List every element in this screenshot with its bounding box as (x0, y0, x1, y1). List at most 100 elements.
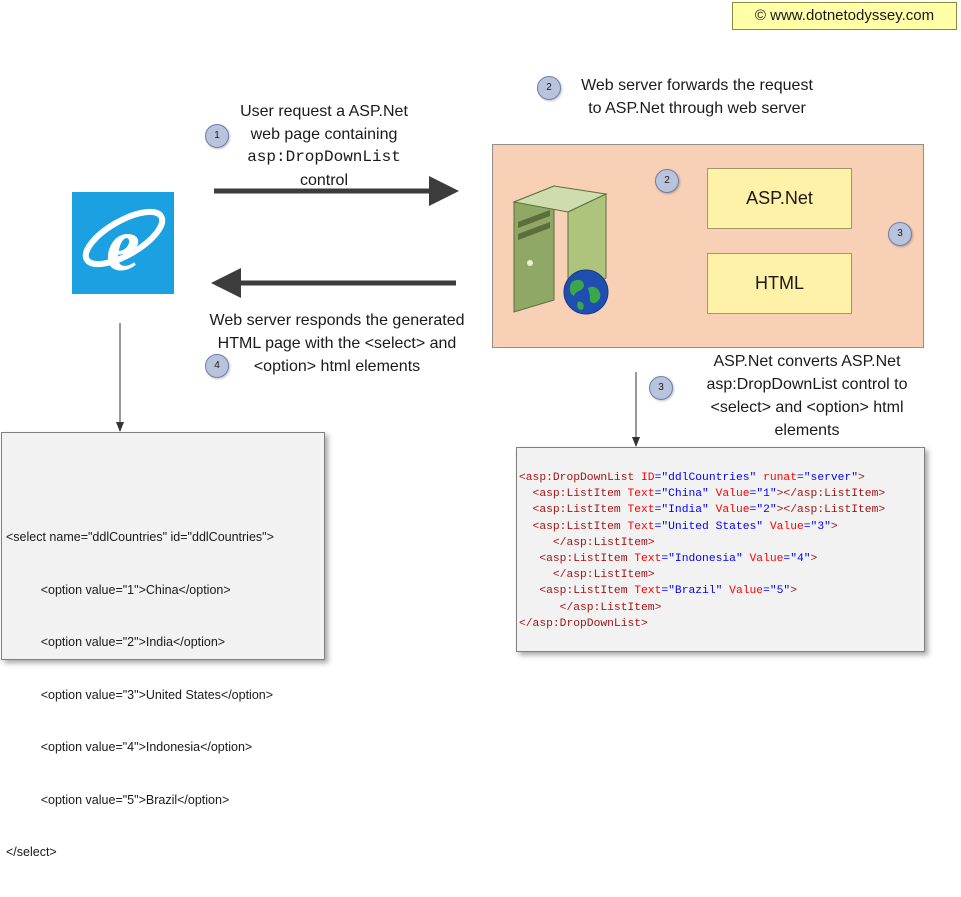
step-1-badge: 1 (205, 124, 229, 148)
code-token: Text (627, 520, 655, 533)
code-token: = (749, 504, 757, 517)
step-2-badge: 2 (537, 76, 561, 100)
code-token: "server" (803, 472, 858, 484)
step-2-description: Web server forwards the request to ASP.N… (566, 74, 828, 120)
internet-explorer-icon: e (72, 192, 174, 294)
code-token: = (749, 488, 757, 501)
step-1-line: web page containing (250, 126, 398, 143)
code-token: Text (634, 585, 662, 598)
asp-code-line: </asp:ListItem> (519, 567, 885, 583)
code-token: "Indonesia" (668, 553, 743, 566)
code-token: <asp:ListItem (519, 504, 628, 517)
html-box: HTML (707, 253, 852, 314)
code-token: = (654, 504, 662, 517)
step-1-line: User request a ASP.Net (240, 103, 408, 120)
code-token: Value (708, 488, 750, 501)
inner-step-2-badge: 2 (655, 169, 679, 193)
asp-code-line: <asp:DropDownList ID="ddlCountries" runa… (519, 470, 885, 486)
code-line: <option value="3">United States</option> (6, 687, 274, 702)
code-line: <select name="ddlCountries" id="ddlCount… (6, 530, 274, 544)
code-line: <option value="5">Brazil</option> (6, 792, 230, 807)
code-token: = (783, 553, 791, 566)
code-token: > (790, 585, 797, 598)
code-token: <asp:DropDownList (519, 472, 642, 484)
inner-step-3-badge: 3 (888, 222, 912, 246)
code-token: = (661, 585, 669, 598)
code-token: > (810, 553, 818, 566)
code-token: </asp:DropDownList> (519, 617, 648, 630)
code-token: = (661, 553, 669, 566)
step-3-line: ASP.Net converts ASP.Net (713, 353, 901, 370)
step-3-description: ASP.Net converts ASP.Net asp:DropDownLis… (682, 350, 932, 442)
code-line: <option value="4">Indonesia</option> (6, 740, 253, 754)
code-token: = (803, 520, 811, 533)
step-2-line: to ASP.Net through web server (588, 100, 806, 117)
code-token: <asp:ListItem (519, 488, 628, 501)
step-1-line: control (299, 172, 349, 189)
step-4-description: Web server responds the generated HTML p… (194, 309, 480, 378)
asp-code-line: <asp:ListItem Text="Brazil" Value="5"> (519, 583, 885, 599)
code-token: <asp:ListItem (519, 585, 635, 598)
code-token: "United States" (661, 520, 764, 533)
html-code-lines: <select name="ddlCountries" id="ddlCount… (6, 494, 274, 897)
code-token: Value (763, 520, 804, 533)
code-token: <asp:ListItem (519, 553, 635, 566)
asp-code-line: </asp:ListItem> (519, 535, 885, 551)
code-token: = (654, 488, 662, 501)
code-token: Value (722, 585, 764, 598)
asp-code-line: </asp:DropDownList> (519, 616, 885, 632)
code-token: Text (627, 504, 655, 517)
code-token: "China" (661, 488, 709, 501)
step-3-line: asp:DropDownList control to (706, 376, 908, 393)
step-4-line: HTML page with the <select> and (217, 335, 457, 352)
code-token: = (796, 472, 804, 484)
asp-code-line: <asp:ListItem Text="United States" Value… (519, 519, 885, 535)
step-2-line: Web server forwards the request (581, 77, 813, 94)
code-token: runat (756, 472, 797, 484)
code-token: = (654, 520, 662, 533)
code-token: "Brazil" (668, 585, 723, 598)
asp-code-line: </asp:ListItem> (519, 600, 885, 616)
asp-code-line: <asp:ListItem Text="China" Value="1"></a… (519, 486, 886, 502)
aspnet-box: ASP.Net (707, 168, 852, 229)
step-4-badge: 4 (205, 354, 229, 378)
code-token: "ddlCountries" (661, 472, 757, 484)
code-token: = (654, 472, 662, 484)
step-3-badge: 3 (649, 376, 673, 400)
code-token: </asp:ListItem> (519, 569, 655, 582)
step-4-line: <option> html elements (253, 358, 421, 375)
asp-code-lines: <asp:DropDownList ID="ddlCountries" runa… (519, 470, 885, 632)
html-output-box: <select name="ddlCountries" id="ddlCount… (1, 432, 325, 859)
step-3-line: <select> and <option> html (710, 399, 904, 416)
code-token: Text (627, 488, 655, 501)
code-line: </select> (6, 845, 57, 859)
step-3-line: elements (774, 422, 840, 439)
step-4-line: Web server responds the generated (209, 312, 465, 329)
code-line: <option value="1">China</option> (6, 582, 231, 597)
code-token: "2" (756, 504, 777, 517)
globe-icon (563, 269, 609, 315)
code-token: <asp:ListItem (519, 520, 628, 533)
code-token: ></asp:ListItem> (776, 488, 886, 501)
code-token: "India" (661, 504, 709, 517)
code-token: Text (634, 553, 662, 566)
code-token: ></asp:ListItem> (776, 504, 886, 517)
code-token: Value (708, 504, 750, 517)
asp-markup-box: <asp:DropDownList ID="ddlCountries" runa… (516, 447, 925, 652)
code-token: "1" (756, 488, 777, 501)
code-token: "3" (810, 520, 831, 533)
code-token: </asp:ListItem> (519, 536, 655, 549)
step-1-description: User request a ASP.Net web page containi… (214, 100, 434, 192)
step-1-control-name: asp:DropDownList (247, 148, 401, 166)
code-token: </asp:ListItem> (519, 601, 662, 614)
svg-text:e: e (106, 203, 140, 287)
code-token: > (830, 520, 838, 533)
code-token: "5" (769, 585, 791, 598)
asp-code-line: <asp:ListItem Text="India" Value="2"></a… (519, 502, 886, 518)
copyright-note: © www.dotnetodyssey.com (732, 2, 957, 30)
code-token: "4" (790, 553, 811, 566)
code-token: = (763, 585, 770, 598)
code-line: <option value="2">India</option> (6, 635, 226, 649)
asp-code-line: <asp:ListItem Text="Indonesia" Value="4"… (519, 551, 885, 567)
code-token: ID (641, 472, 655, 484)
